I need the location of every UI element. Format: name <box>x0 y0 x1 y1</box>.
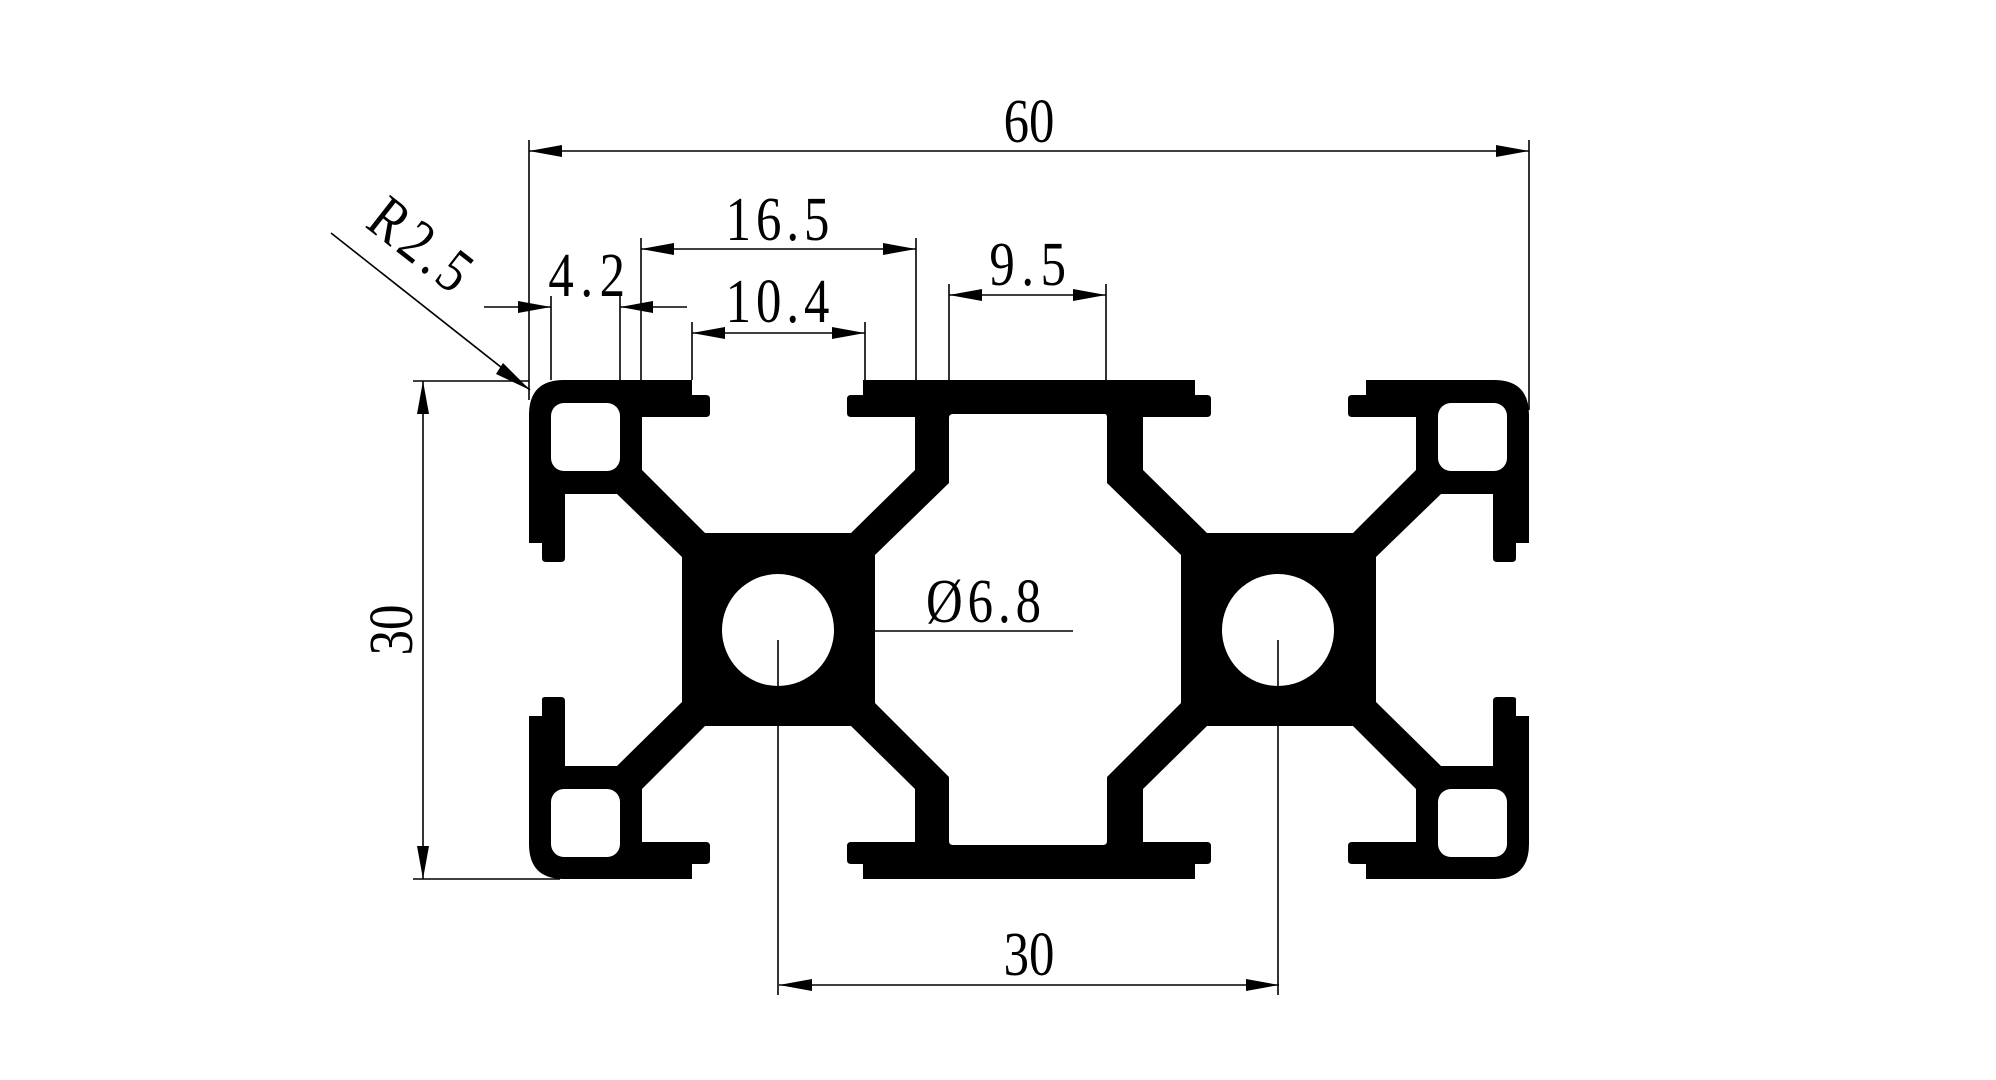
corner-hollow <box>1438 403 1507 471</box>
corner-hollow <box>1438 789 1507 857</box>
dim-label-slot-opening: 10.4 <box>726 267 835 336</box>
dim-label-center-web: 9.5 <box>989 230 1072 299</box>
dim-label-hole-spacing: 30 <box>1004 920 1055 989</box>
dim-label-slot-outer: 16.5 <box>726 185 835 254</box>
corner-hollow <box>551 789 620 857</box>
dim-label-overall-width: 60 <box>1004 87 1055 156</box>
dim-label-hole-diameter: Ø6.8 <box>926 567 1046 636</box>
dim-label-height: 30 <box>357 605 426 656</box>
center-bore-right <box>1222 574 1334 686</box>
extrusion-profile <box>529 380 1529 879</box>
corner-hollow <box>551 403 620 471</box>
dim-label-flange-width: 4.2 <box>548 241 631 310</box>
dim-label-corner-radius: R2.5 <box>355 183 490 309</box>
dimension-lines <box>330 140 1530 995</box>
center-bore-left <box>722 574 834 686</box>
